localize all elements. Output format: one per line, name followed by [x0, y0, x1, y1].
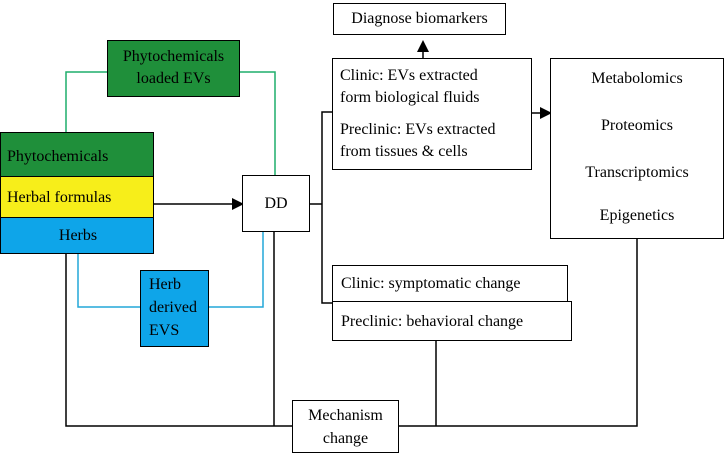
omics-epigenetics: Epigenetics	[599, 207, 675, 224]
preclinic-behavioral-box: Preclinic: behavioral change	[332, 301, 572, 341]
herbal-formulas-box: Herbal formulas	[0, 176, 154, 218]
connector-herbs-to-mechanism	[65, 254, 292, 427]
connector-omics-to-mechanism	[399, 239, 638, 427]
ev-extraction-box: Clinic: EVs extracted form biological fl…	[332, 58, 532, 170]
phytochemicals-loaded-evs-line1: Phytochemicals	[122, 48, 225, 65]
dd-box: DD	[242, 175, 310, 232]
mechanism-change-box: Mechanism change	[292, 400, 399, 453]
clinic-evs-line2: form biological fluids	[340, 89, 480, 106]
preclinic-evs-line1: Preclinic: EVs extracted	[340, 121, 496, 138]
blue-connector-right	[209, 232, 264, 308]
omics-box: Metabolomics Proteomics Transcriptomics …	[550, 58, 724, 239]
clinic-symptomatic-box: Clinic: symptomatic change	[332, 265, 568, 302]
herbal-formulas-label: Herbal formulas	[7, 189, 112, 206]
omics-transcriptomics: Transcriptomics	[585, 164, 689, 181]
green-connector-right	[240, 71, 276, 175]
bracket-ev-groups	[321, 111, 334, 304]
phytochemicals-label: Phytochemicals	[7, 148, 109, 165]
herb-derived-evs-box: Herb derived EVS	[140, 270, 209, 347]
herbs-label: Herbs	[58, 227, 98, 244]
omics-metabolomics: Metabolomics	[591, 70, 683, 87]
phytochemicals-loaded-evs-line2: loaded EVs	[136, 70, 211, 87]
phytochemicals-box: Phytochemicals	[0, 132, 154, 177]
preclinic-behavioral-label: Preclinic: behavioral change	[341, 313, 524, 330]
herbs-box: Herbs	[0, 217, 154, 254]
herb-derived-evs-line3: EVS	[149, 322, 180, 339]
blue-connector-left	[77, 254, 140, 308]
clinic-symptomatic-label: Clinic: symptomatic change	[341, 275, 521, 292]
dd-label: DD	[264, 195, 288, 212]
herb-derived-evs-line1: Herb	[149, 276, 181, 293]
preclinic-evs-line2: from tissues & cells	[340, 143, 468, 160]
diagnose-biomarkers-label: Diagnose biomarkers	[351, 10, 488, 27]
mechanism-change-line1: Mechanism	[308, 407, 383, 424]
phytochemicals-loaded-evs-box: Phytochemicals loaded EVs	[107, 40, 240, 97]
herb-derived-evs-line2: derived	[149, 299, 197, 316]
clinic-evs-line1: Clinic: EVs extracted	[340, 67, 478, 84]
diagnose-biomarkers-box: Diagnose biomarkers	[333, 3, 506, 35]
omics-proteomics: Proteomics	[601, 117, 673, 134]
mechanism-change-line2: change	[322, 430, 369, 447]
green-connector-left	[65, 71, 107, 132]
